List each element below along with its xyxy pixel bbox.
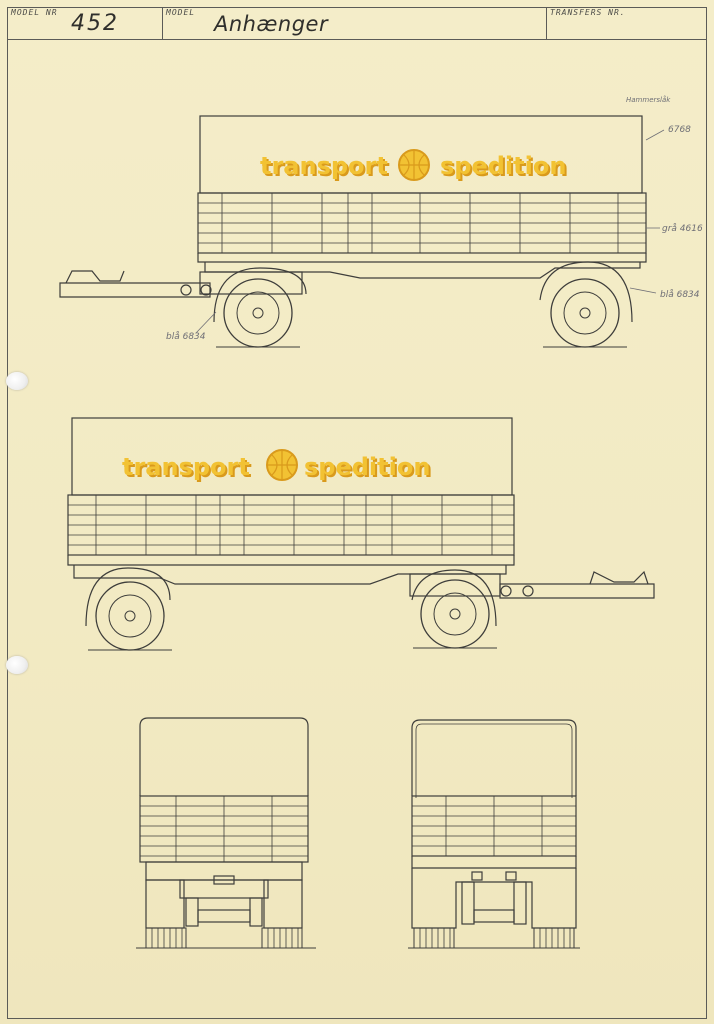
front-fender [213,267,307,323]
sheet-border [7,7,707,1019]
decal-left-word: transport [122,453,250,481]
decal-right-word: spedition [304,453,430,481]
note-fender-color: blå 6834 [660,289,700,300]
front-fender [411,569,497,627]
canopy-outline [411,719,577,796]
side-slats [68,495,514,555]
note-drawbar-color: blå 6834 [166,331,206,342]
decal-left-word: transport [260,152,388,180]
front-wheel-right [533,927,575,949]
note-canopy-color: 6768 [668,125,691,135]
model-caption: MODEL [166,8,196,17]
note-hammer-finish: Hammerslåk [626,95,671,104]
model-number-caption: MODEL NR [11,8,58,17]
drawbar [59,282,211,298]
drawbar [499,583,655,599]
decal-left-word-shadow: transport [262,154,390,182]
annotations-view-1: Hammerslåk 6768 grå 4616 blå 6834 blå 68… [166,95,703,342]
decal-side-left: transport transport spedition spedition [260,149,568,182]
punch-hole-upper [6,372,28,390]
punch-hole-lower [6,656,28,674]
front-wheel [215,278,301,348]
side-slats [198,193,646,253]
rear-wheel [87,581,173,651]
rear-fender [539,261,633,323]
decal-right-word-shadow: spedition [442,154,568,182]
front-wheel-left [413,927,455,949]
floor-rail [67,555,515,566]
hitch-coupling [589,570,649,585]
transfers-caption: TRANSFERS NR. [550,8,626,17]
transfers-number-cell: TRANSFERS NR. [546,7,707,39]
model-number: 452 [71,11,119,36]
rear-wheel-right [261,927,303,949]
chassis-frame [204,262,641,279]
floor-rail [197,253,647,263]
decal-left-word-shadow: transport [124,455,252,483]
canopy-outline [139,717,309,796]
rear-view [139,717,309,929]
front-view [411,719,577,929]
model-name-cell: MODEL Anhænger [162,7,547,39]
model-number-cell: MODEL NR 452 [7,7,163,39]
rear-coupling-plate [179,879,269,899]
side-view-right [67,417,655,627]
front-bogie [199,271,303,295]
decal-right-word-shadow: spedition [306,455,432,483]
rear-fender [85,567,171,627]
note-side-color: grå 4616 [662,223,703,234]
decal-right-word: spedition [440,152,566,180]
title-block: MODEL NR 452 MODEL Anhænger TRANSFERS NR… [7,7,707,40]
side-view-left [59,115,647,323]
rear-wheel-left [145,927,187,949]
decal-side-right: transport transport spedition spedition [122,449,432,483]
front-wheel [412,579,498,649]
model-name: Anhænger [214,12,329,36]
hitch-coupling [65,270,125,284]
rear-wheel [542,278,628,348]
